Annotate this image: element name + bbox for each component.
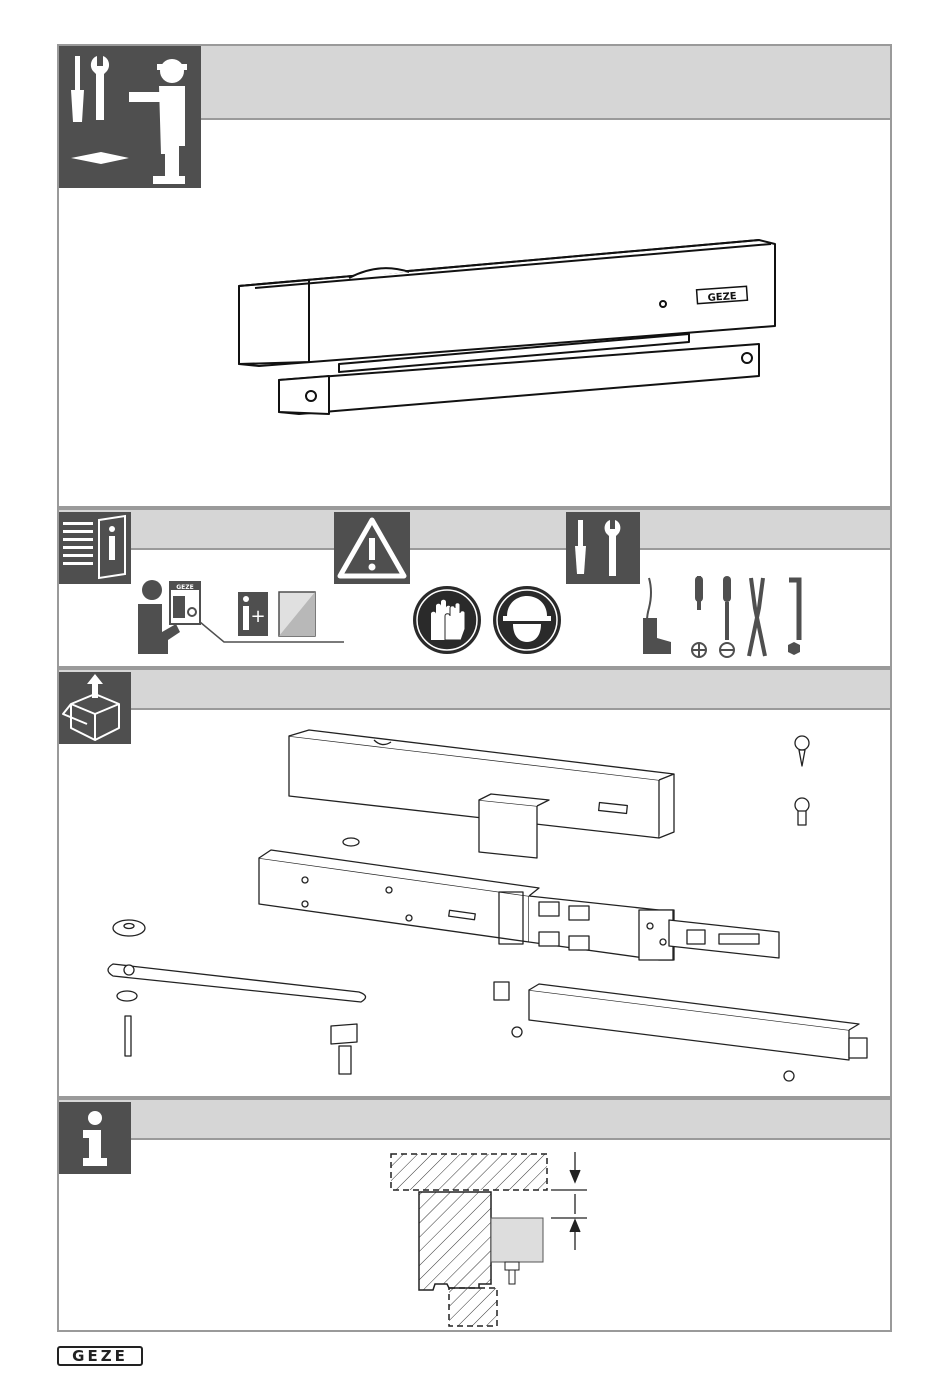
documents-info-icon — [59, 512, 131, 584]
svg-text:+: + — [250, 606, 265, 627]
section-header-bar — [59, 1100, 890, 1140]
installer-tools-icon — [59, 46, 201, 188]
manual-brand-label: GEZE — [176, 584, 193, 591]
reading-manual-icon: GEZE + — [134, 578, 344, 658]
protective-gloves-icon — [411, 584, 483, 656]
parts-drawing — [99, 720, 879, 1090]
warning-triangle-icon — [334, 512, 410, 584]
geze-logo-text: GEZE — [72, 1349, 128, 1364]
section-header-bar — [59, 670, 890, 710]
info-icon — [59, 1102, 131, 1174]
product-nameplate: GEZE — [707, 291, 737, 304]
tools-icon — [566, 512, 640, 584]
safety-helmet-icon — [491, 584, 563, 656]
section-header-bar — [59, 510, 890, 550]
geze-logo: GEZE — [57, 1346, 143, 1366]
mounting-info-section — [57, 1098, 892, 1332]
door-frame-section-drawing — [379, 1150, 599, 1330]
package-contents-section — [57, 668, 892, 1098]
product-overview-section: GEZE — [57, 44, 892, 508]
preparation-section: GEZE + — [57, 508, 892, 668]
product-image: GEZE — [219, 216, 799, 446]
required-tools-icon — [639, 572, 809, 662]
